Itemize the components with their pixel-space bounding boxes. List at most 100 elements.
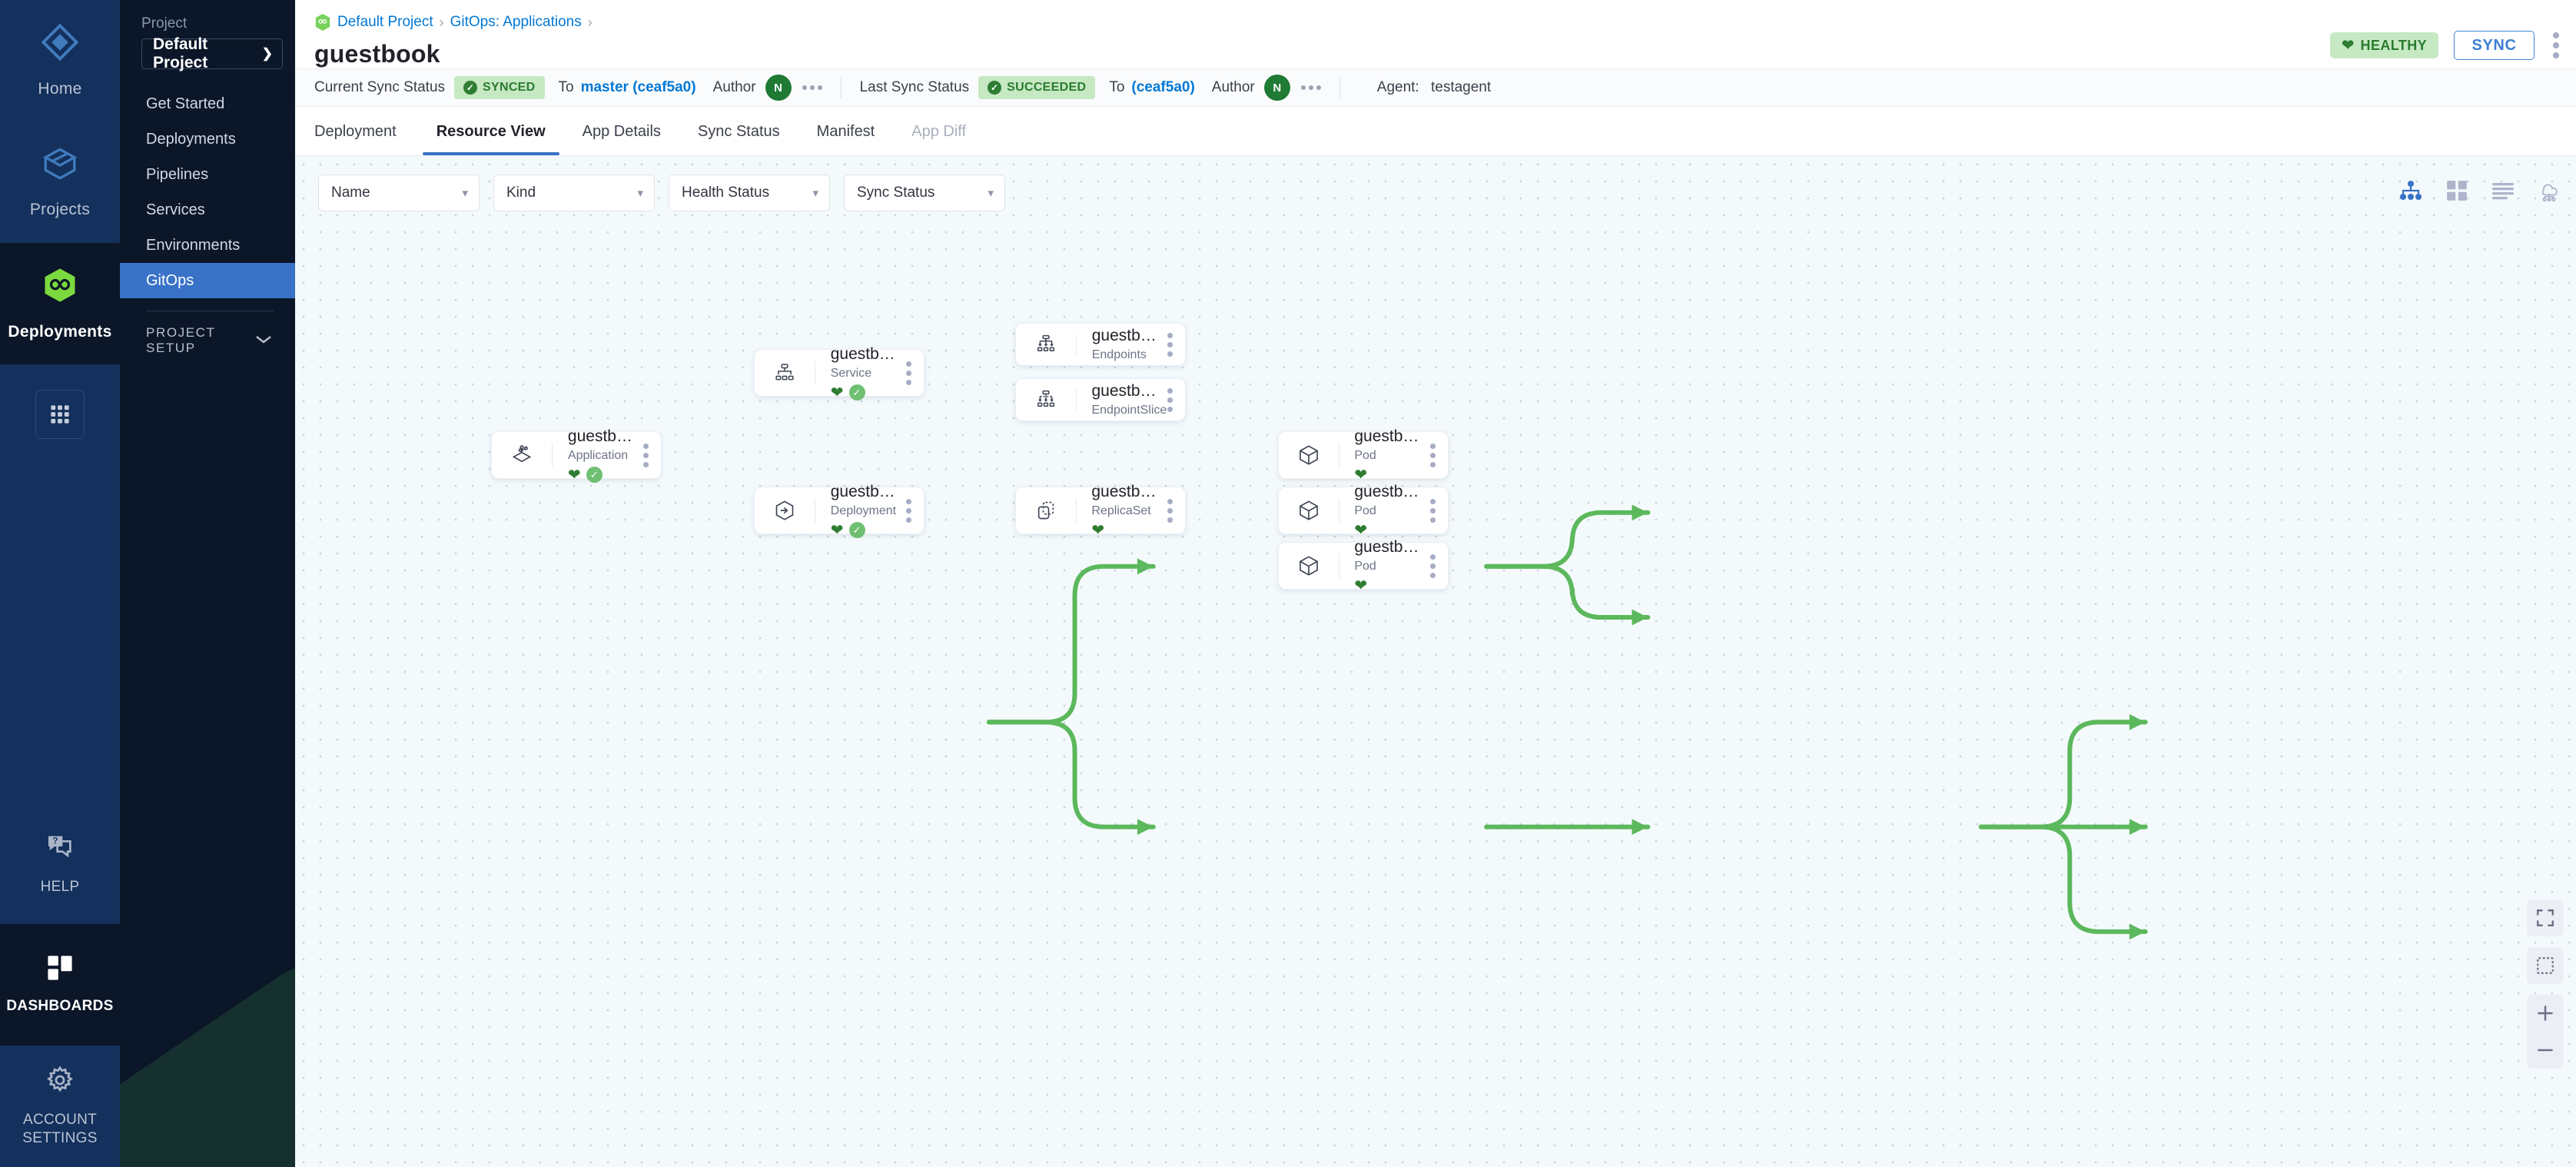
fit-screen-icon[interactable] — [2527, 899, 2564, 936]
current-sync-status-pill: ✓ SYNCED — [454, 76, 545, 99]
node-kind: Service — [830, 367, 872, 380]
breadcrumb: Default Project › GitOps: Applications › — [295, 11, 2576, 34]
avatar: N — [1263, 75, 1290, 101]
heart-icon: ❤ — [567, 466, 581, 484]
rail-item-dashboards[interactable]: DASHBOARDS — [0, 924, 120, 1046]
grid-view-icon[interactable] — [2444, 178, 2470, 204]
graph-node-application[interactable]: guestbook Application ❤ ✓ — [491, 427, 662, 483]
current-author-label: Author — [712, 79, 756, 95]
sidebar-item-label: Pipelines — [146, 165, 209, 183]
node-title: guestbook-ui — [1091, 327, 1160, 344]
list-view-icon[interactable] — [2490, 178, 2516, 204]
node-more-menu-icon[interactable] — [906, 498, 924, 523]
harness-infinity-icon — [40, 265, 80, 311]
graph-node-replicaset[interactable]: guestbook-ui-5b64f69597 ReplicaSet ❤ — [1015, 483, 1186, 538]
sidebar-project-setup[interactable]: PROJECT SETUP — [120, 325, 295, 356]
breadcrumb-item-gitops-applications[interactable]: GitOps: Applications — [450, 14, 582, 30]
box-icon — [41, 145, 79, 188]
node-more-menu-icon[interactable] — [1167, 332, 1185, 357]
last-sync-status-value: SUCCEEDED — [1007, 81, 1087, 94]
graph-node-endpoints[interactable]: guestbook-ui Endpoints — [1015, 323, 1186, 366]
node-more-menu-icon[interactable] — [1430, 443, 1448, 467]
sidebar-item-get-started[interactable]: Get Started — [120, 86, 295, 121]
current-sync-more-icon[interactable] — [802, 85, 822, 90]
header-more-menu-icon[interactable] — [2550, 29, 2562, 62]
graph-node-pod-1[interactable]: guestbook-ui-5b64f6959… Pod ❤ — [1278, 427, 1449, 483]
tab-app-details[interactable]: App Details — [582, 122, 661, 140]
application-icon — [492, 444, 552, 466]
last-sync-more-icon[interactable] — [1300, 85, 1321, 90]
tab-manifest[interactable]: Manifest — [816, 122, 875, 140]
node-title: guestbook — [567, 427, 636, 445]
rail-item-projects[interactable]: Projects — [0, 121, 120, 243]
network-cloud-view-icon[interactable] — [2536, 178, 2562, 204]
tab-resource-view[interactable]: Resource View — [418, 108, 564, 155]
rail-item-deployments[interactable]: Deployments — [0, 243, 120, 364]
graph-node-pod-3[interactable]: guestbook-ui-5b64f6959… Pod ❤ — [1278, 538, 1449, 593]
graph-node-endpointslice[interactable]: guestbook-ui-ncpmr EndpointSlice — [1015, 378, 1186, 421]
node-status: ❤ — [1091, 522, 1160, 538]
graph-node-deployment[interactable]: guestbook-ui Deployment ❤ ✓ — [754, 483, 925, 538]
filter-health-status-label: Health Status — [682, 185, 770, 201]
node-body: guestbook-ui Deployment ❤ ✓ — [815, 483, 906, 538]
last-sync-revision-link[interactable]: (ceaf5a0) — [1131, 79, 1195, 95]
resource-graph-canvas[interactable]: Name ▾ Kind ▾ Health Status ▾ Sync Statu… — [295, 156, 2576, 1167]
main-area: Default Project › GitOps: Applications ›… — [295, 0, 2576, 1167]
node-body: guestbook-ui Endpoints — [1077, 327, 1167, 362]
avatar: N — [765, 75, 792, 101]
node-body: guestbook-ui Service ❤ ✓ — [815, 345, 906, 401]
graph-node-service[interactable]: guestbook-ui Service ❤ ✓ — [754, 345, 925, 401]
node-status: ❤ ✓ — [568, 467, 636, 483]
heart-icon: ❤ — [1354, 521, 1368, 539]
sidebar-item-pipelines[interactable]: Pipelines — [120, 157, 295, 192]
rail-item-help[interactable]: ? HELP — [0, 803, 120, 924]
sidebar-nav-list: Get Started Deployments Pipelines Servic… — [120, 86, 295, 298]
chevron-down-icon: ▾ — [462, 187, 468, 200]
breadcrumb-item-default-project[interactable]: Default Project — [337, 14, 433, 30]
sidebar-item-services[interactable]: Services — [120, 192, 295, 228]
node-more-menu-icon[interactable] — [1430, 554, 1448, 578]
filter-sync-status[interactable]: Sync Status ▾ — [844, 175, 1005, 211]
last-sync-status-label: Last Sync Status — [859, 79, 970, 95]
filter-name[interactable]: Name ▾ — [318, 175, 480, 211]
sidebar-project-setup-label: PROJECT SETUP — [146, 325, 216, 355]
filter-health-status[interactable]: Health Status ▾ — [669, 175, 830, 211]
service-icon — [755, 363, 815, 383]
sidebar-item-deployments[interactable]: Deployments — [120, 121, 295, 157]
node-more-menu-icon[interactable] — [906, 361, 924, 385]
sidebar-item-gitops[interactable]: GitOps — [120, 263, 295, 298]
deployment-icon — [755, 500, 815, 521]
health-status-badge: ❤ HEALTHY — [2330, 32, 2438, 58]
node-more-menu-icon[interactable] — [643, 443, 661, 467]
node-title: guestbook-ui-5b64f6959… — [1354, 538, 1422, 556]
node-more-menu-icon[interactable] — [1430, 498, 1448, 523]
sync-button[interactable]: SYNC — [2454, 31, 2535, 60]
sidebar-item-environments[interactable]: Environments — [120, 228, 295, 263]
node-divider — [1076, 334, 1077, 354]
graph-node-pod-2[interactable]: guestbook-ui-5b64f6959… Pod ❤ — [1278, 483, 1449, 538]
sidebar-item-label: GitOps — [146, 271, 194, 289]
select-region-icon[interactable] — [2527, 947, 2564, 984]
rail-item-apps[interactable] — [0, 364, 120, 464]
synced-check-icon: ✓ — [586, 467, 603, 483]
node-kind: EndpointSlice — [1091, 404, 1167, 417]
project-selector[interactable]: Default Project ❯ — [141, 35, 283, 71]
node-more-menu-icon[interactable] — [1167, 498, 1185, 523]
pod-icon — [1279, 444, 1339, 466]
last-sync-status-pill: ✓ SUCCEEDED — [978, 76, 1096, 99]
tab-sync-status[interactable]: Sync Status — [697, 122, 780, 140]
rail-item-account-settings[interactable]: ACCOUNT SETTINGS — [0, 1046, 120, 1167]
last-sync-to-label: To — [1109, 79, 1125, 95]
zoom-in-icon[interactable] — [2527, 995, 2564, 1032]
header-actions: ❤ HEALTHY SYNC — [2330, 29, 2562, 62]
filter-kind[interactable]: Kind ▾ — [493, 175, 655, 211]
tab-deployment[interactable]: Deployment — [314, 122, 397, 140]
zoom-out-icon[interactable] — [2527, 1032, 2564, 1069]
check-circle-icon: ✓ — [463, 81, 478, 95]
tree-view-icon[interactable] — [2398, 178, 2424, 204]
rail-item-home[interactable]: Home — [0, 0, 120, 121]
last-author-label: Author — [1211, 79, 1255, 95]
node-more-menu-icon[interactable] — [1167, 387, 1185, 412]
current-sync-revision-link[interactable]: master (ceaf5a0) — [580, 79, 696, 95]
